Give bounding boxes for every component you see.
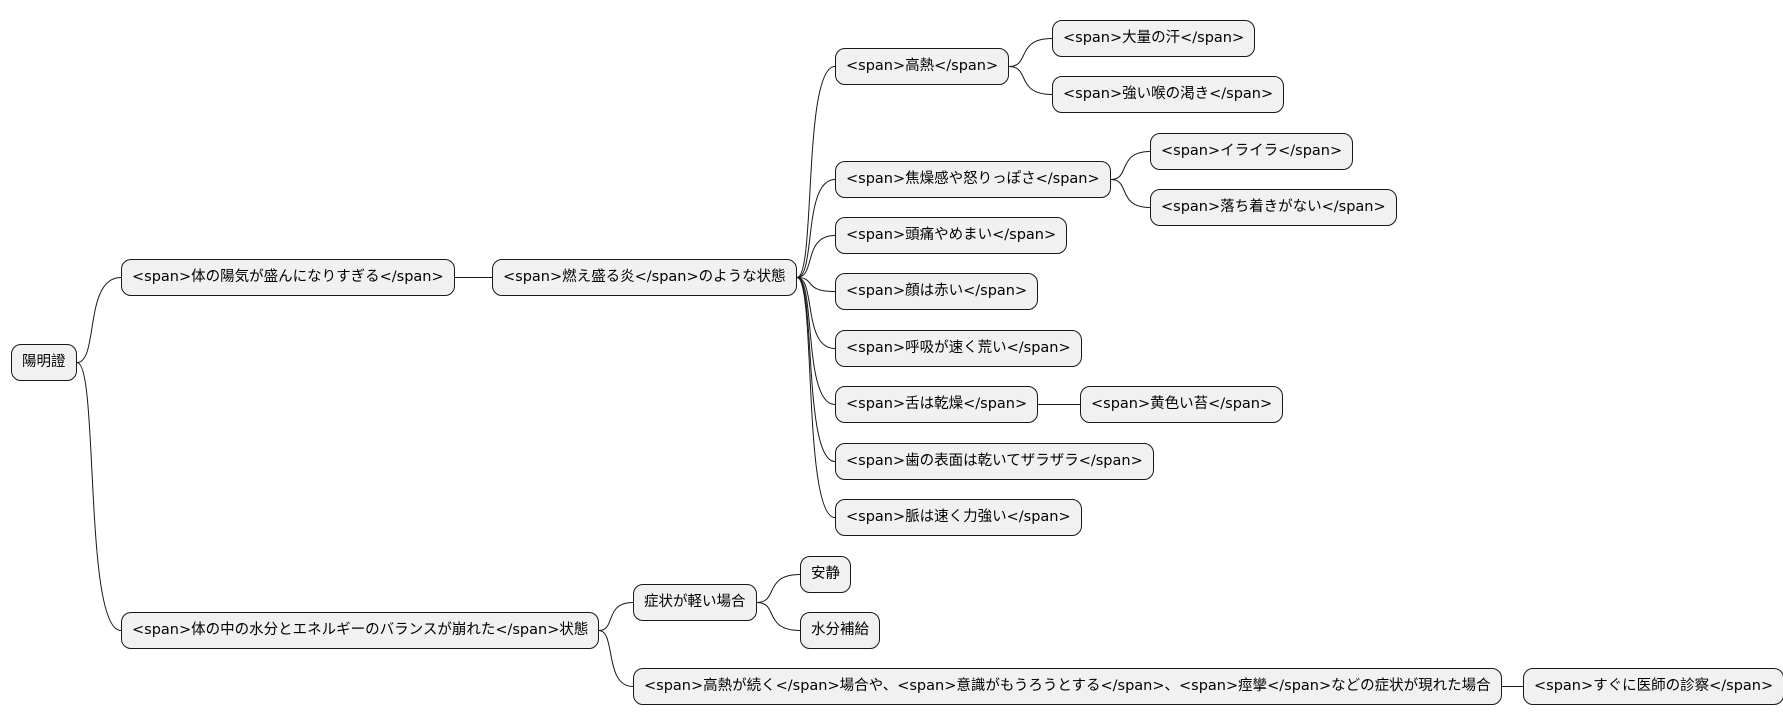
node-headache: <span>頭痛やめまい</span> — [835, 217, 1068, 254]
connector-node-blazing-fire-to-node-dry-tongue — [796, 277, 836, 405]
node-rest: 安静 — [800, 556, 851, 593]
connector-node-blazing-fire-to-node-strong-pulse — [796, 277, 836, 518]
connector-node-blazing-fire-to-node-red-face — [796, 277, 836, 292]
node-excess-yang: <span>体の陽気が盛んになりすぎる</span> — [121, 259, 455, 296]
connector-node-imbalance-to-node-severe-symptoms — [598, 630, 634, 687]
connector-node-blazing-fire-to-node-fast-breathing — [796, 277, 836, 349]
connector-node-blazing-fire-to-node-dry-teeth — [796, 277, 836, 462]
root-node: 陽明證 — [11, 344, 77, 381]
node-heavy-sweat: <span>大量の汗</span> — [1052, 20, 1256, 57]
node-iraira: <span>イライラ</span> — [1150, 133, 1354, 170]
node-irritability: <span>焦燥感や怒りっぽさ</span> — [835, 161, 1111, 198]
connector-node-high-fever-to-node-strong-thirst — [1008, 66, 1053, 95]
connector-node-blazing-fire-to-node-irritability — [796, 179, 836, 278]
node-dry-tongue: <span>舌は乾燥</span> — [835, 386, 1039, 423]
connector-node-imbalance-to-node-mild-symptoms — [598, 602, 634, 631]
node-red-face: <span>顔は赤い</span> — [835, 273, 1039, 310]
connector-node-mild-symptoms-to-node-rest — [756, 574, 801, 603]
connector-node-irritability-to-node-restless — [1110, 179, 1151, 208]
node-strong-thirst: <span>強い喉の渇き</span> — [1052, 76, 1285, 113]
node-strong-pulse: <span>脈は速く力強い</span> — [835, 499, 1082, 536]
node-severe-symptoms: <span>高熱が続く</span>場合や、<span>意識がもうろうとする</… — [633, 668, 1502, 705]
node-restless: <span>落ち着きがない</span> — [1150, 189, 1397, 226]
node-imbalance: <span>体の中の水分とエネルギーのバランスが崩れた</span>状態 — [121, 612, 600, 649]
node-see-doctor: <span>すぐに医師の診察</span> — [1523, 668, 1783, 705]
connector-node-high-fever-to-node-heavy-sweat — [1008, 38, 1053, 67]
node-mild-symptoms: 症状が軽い場合 — [633, 584, 757, 621]
node-dry-teeth: <span>歯の表面は乾いてザラザラ</span> — [835, 443, 1154, 480]
connector-node-irritability-to-node-iraira — [1110, 151, 1151, 180]
node-yellow-coating: <span>黄色い苔</span> — [1080, 386, 1284, 423]
connector-root-node-to-node-excess-yang — [76, 277, 122, 363]
node-blazing-fire: <span>燃え盛る炎</span>のような状態 — [492, 259, 797, 296]
node-high-fever: <span>高熱</span> — [835, 48, 1010, 85]
node-hydration: 水分補給 — [800, 612, 880, 649]
connector-root-node-to-node-imbalance — [76, 362, 122, 631]
connector-node-mild-symptoms-to-node-hydration — [756, 602, 801, 631]
node-fast-breathing: <span>呼吸が速く荒い</span> — [835, 330, 1082, 367]
connector-node-blazing-fire-to-node-headache — [796, 235, 836, 278]
connector-node-blazing-fire-to-node-high-fever — [796, 66, 836, 278]
